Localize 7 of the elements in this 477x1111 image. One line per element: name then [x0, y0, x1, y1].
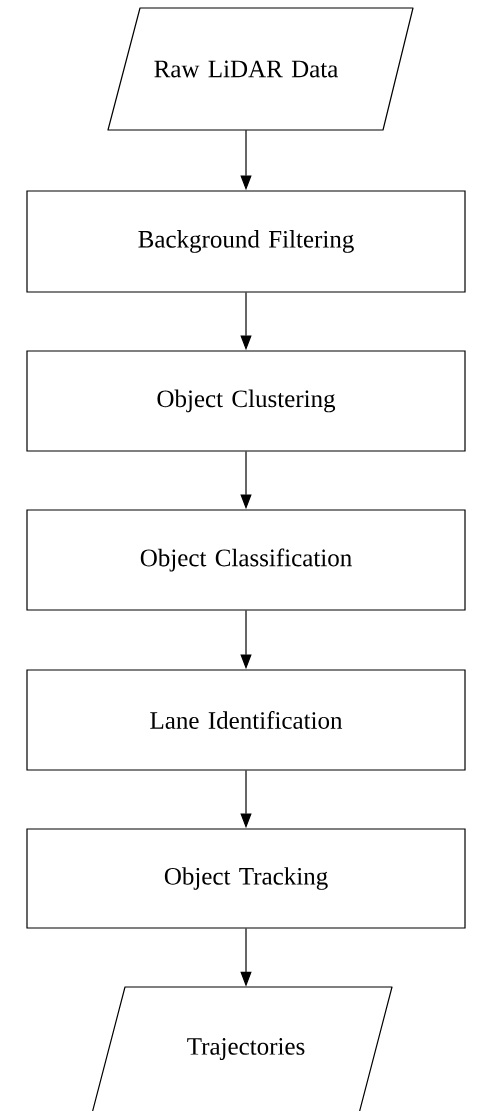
data-parallelogram: Trajectories — [88, 986, 393, 1111]
process-box: Background Filtering — [26, 190, 466, 293]
data-parallelogram: Raw LiDAR Data — [107, 7, 414, 131]
process-box: Object Classification — [26, 509, 466, 611]
process-box: Object Clustering — [26, 350, 466, 452]
process-box: Object Tracking — [26, 828, 466, 929]
process-box: Lane Identification — [26, 669, 466, 771]
